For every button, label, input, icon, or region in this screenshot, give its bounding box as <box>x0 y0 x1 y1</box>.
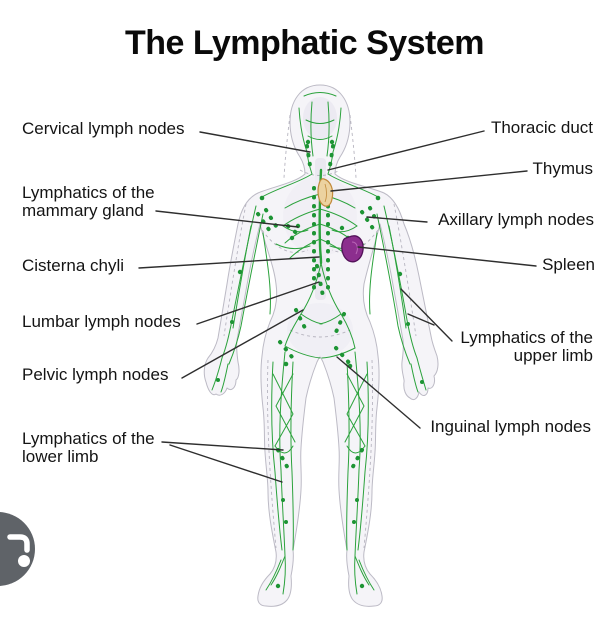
leader-cisterna <box>138 256 320 269</box>
label-axillary-lymph-nodes: Axillary lymph nodes <box>438 210 594 229</box>
leader-axillary <box>366 216 428 223</box>
label-spleen: Spleen <box>542 255 595 274</box>
label-lower-limb-lymphatics: Lymphatics of the lower limb <box>22 429 155 466</box>
label-thymus: Thymus <box>532 159 593 178</box>
leader-thymus <box>330 170 528 192</box>
google-lens-icon <box>7 534 30 567</box>
label-pelvic-lymph-nodes: Pelvic lymph nodes <box>22 365 169 384</box>
leader-lower-limb-b <box>169 444 283 483</box>
label-mammary-gland-lymphatics: Lymphatics of the mammary gland <box>22 183 155 220</box>
label-cisterna-chyli: Cisterna chyli <box>22 256 125 275</box>
page-title: The Lymphatic System <box>124 24 485 62</box>
leader-thoracic <box>327 130 485 171</box>
leader-pelvic <box>181 309 304 379</box>
leader-upper-limb-a <box>400 288 453 342</box>
label-inguinal-lymph-nodes: Inguinal lymph nodes <box>430 417 591 436</box>
label-cervical-lymph-nodes: Cervical lymph nodes <box>22 119 185 138</box>
leader-cervical <box>199 131 311 153</box>
leader-spleen <box>357 246 537 267</box>
leader-lumbar <box>196 281 320 325</box>
label-thoracic-duct: Thoracic duct <box>490 118 593 137</box>
label-upper-limb-lymphatics: Lymphatics of the upper limb <box>460 328 593 365</box>
leader-lower-limb-a <box>161 441 284 451</box>
leader-lines <box>138 130 537 483</box>
leader-inguinal <box>336 356 421 429</box>
label-lumbar-lymph-nodes: Lumbar lymph nodes <box>22 312 181 331</box>
leader-upper-limb-b <box>407 313 435 326</box>
lymph-nodes <box>216 139 424 589</box>
leader-mammary <box>155 210 299 228</box>
spleen-shape <box>341 235 364 263</box>
lens-button[interactable] <box>0 512 35 586</box>
